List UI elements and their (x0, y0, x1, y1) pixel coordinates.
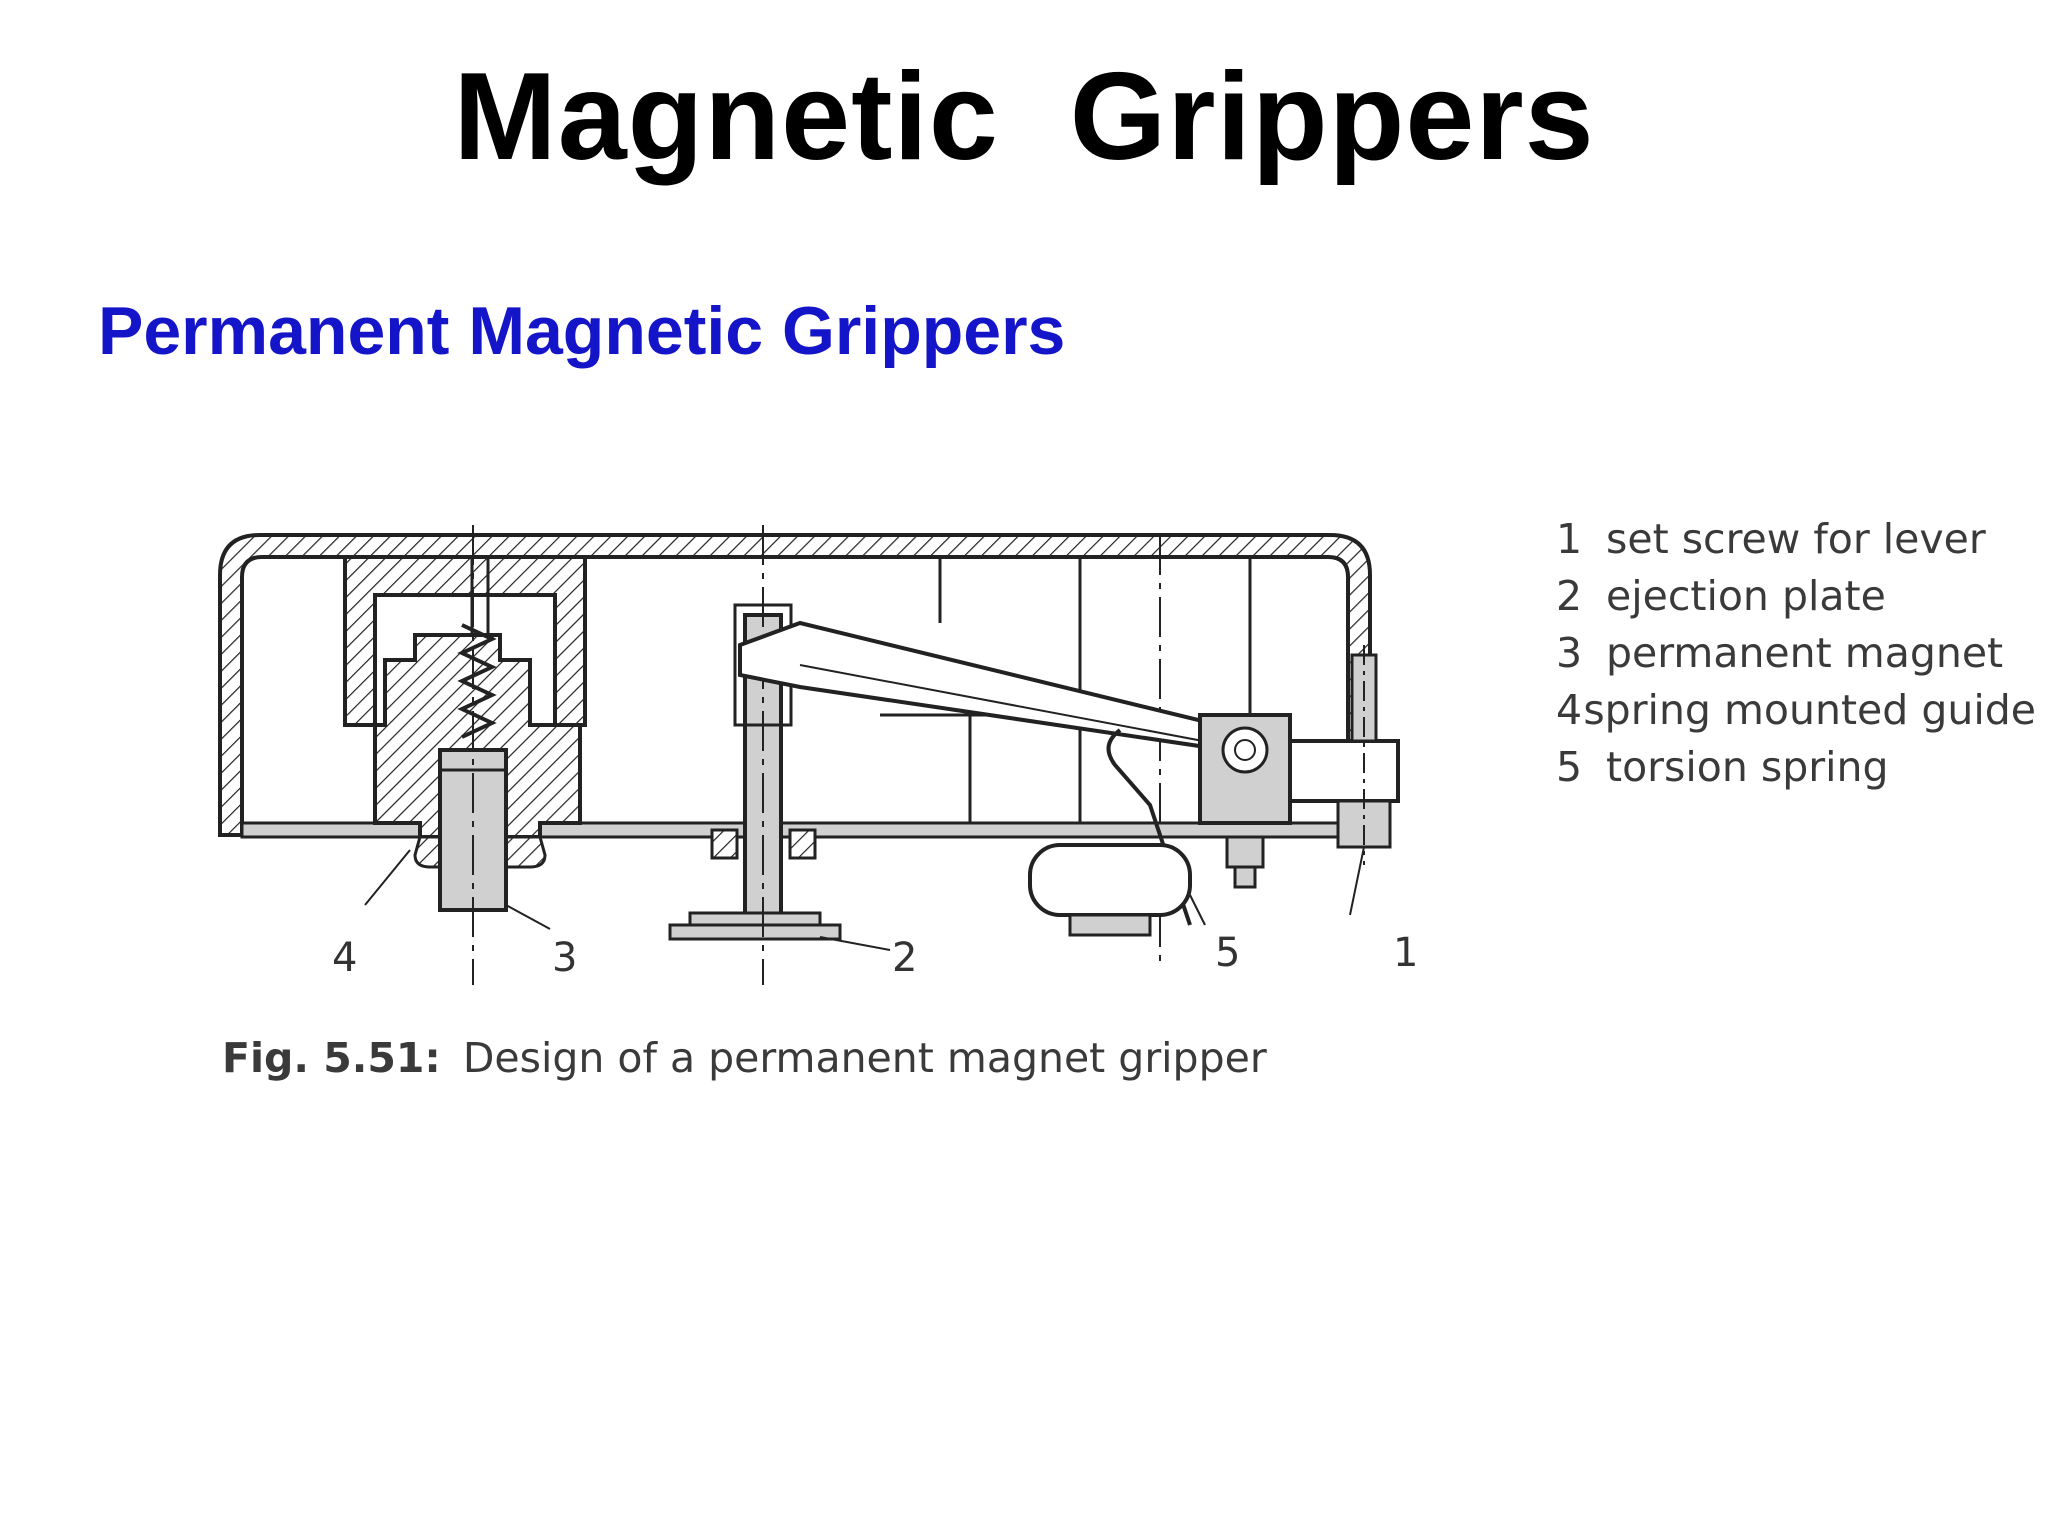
legend-item: 5 torsion spring (1556, 743, 2036, 800)
legend-item: 1 set screw for lever (1556, 515, 2036, 572)
legend-number: 3 (1556, 629, 1583, 677)
legend-text: ejection plate (1606, 572, 1886, 620)
callout-1: 1 (1393, 930, 1419, 976)
legend-number: 1 (1556, 515, 1583, 563)
legend-text: spring mounted guide (1583, 686, 2036, 734)
set-screw (1288, 645, 1400, 916)
caption-label: Fig. 5.51: (222, 1034, 441, 1082)
legend-text: permanent magnet (1606, 629, 2004, 677)
callout-5: 5 (1215, 930, 1241, 976)
parts-legend: 1 set screw for lever 2 ejection plate 3… (1556, 515, 2036, 800)
legend-item: 2 ejection plate (1556, 572, 2036, 629)
legend-number: 2 (1556, 572, 1583, 620)
magnet-assembly (343, 525, 587, 985)
ejection-plate (668, 525, 891, 985)
callout-2: 2 (892, 935, 918, 981)
legend-number: 4 (1556, 686, 1583, 734)
legend-number: 5 (1556, 743, 1583, 791)
legend-item: 3 permanent magnet (1556, 629, 2036, 686)
callout-4: 4 (332, 935, 358, 981)
figure-caption: Fig. 5.51: Design of a permanent magnet g… (222, 1034, 1267, 1082)
slide-title: Magnetic Grippers (453, 48, 1595, 186)
legend-item: 4 spring mounted guide (1556, 686, 2036, 743)
callout-3: 3 (552, 935, 578, 981)
legend-text: set screw for lever (1606, 515, 1986, 563)
slide-subtitle: Permanent Magnetic Grippers (98, 293, 1066, 369)
torsion-spring-assembly (1028, 713, 1292, 937)
lever-arm (738, 620, 1262, 758)
gripper-diagram: 4 3 2 5 1 (200, 505, 1520, 1005)
legend-text: torsion spring (1606, 743, 1889, 791)
caption-text: Design of a permanent magnet gripper (462, 1034, 1267, 1082)
